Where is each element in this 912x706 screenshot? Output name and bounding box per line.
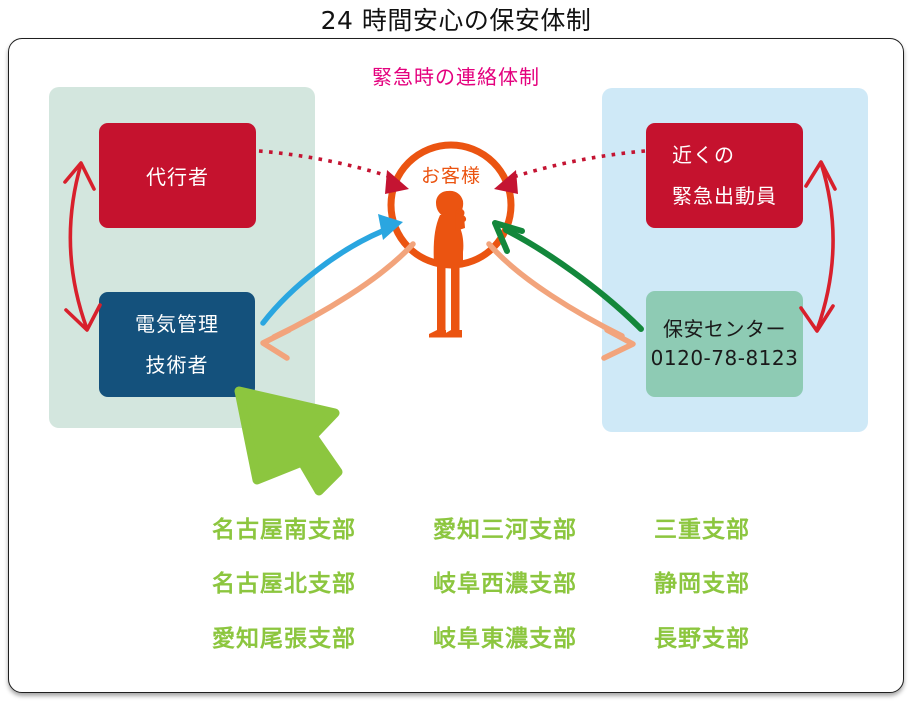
security-center-phone: 0120-78-8123 xyxy=(650,346,799,370)
branch-item: 岐阜西濃支部 xyxy=(433,571,577,597)
emergency-contact-heading: 緊急時の連絡体制 xyxy=(372,65,540,89)
agent-label: 代行者 xyxy=(146,165,209,189)
branch-item: 名古屋北支部 xyxy=(212,571,356,597)
branch-item: 三重支部 xyxy=(654,517,750,543)
branch-item: 静岡支部 xyxy=(654,571,750,597)
responder-label-line2: 緊急出動員 xyxy=(672,183,777,208)
branch-item: 愛知三河支部 xyxy=(433,517,577,543)
customer-label: お客様 xyxy=(420,165,481,187)
branch-item: 岐阜東濃支部 xyxy=(433,626,577,652)
branch-item: 愛知尾張支部 xyxy=(212,626,356,652)
engineer-label-line1: 電気管理 xyxy=(135,311,219,336)
engineer-label-line2: 技術者 xyxy=(145,352,209,377)
responder-label-line1: 近くの xyxy=(672,142,735,167)
branch-item: 長野支部 xyxy=(654,626,750,652)
responder-box: 近くの 緊急出動員 xyxy=(646,123,803,228)
engineer-box: 電気管理 技術者 xyxy=(99,292,255,397)
security-center-box: 保安センター 0120-78-8123 xyxy=(646,291,803,397)
agent-box: 代行者 xyxy=(99,123,256,228)
branch-item: 名古屋南支部 xyxy=(212,517,356,543)
security-center-label: 保安センター xyxy=(663,317,786,341)
page-title: 24 時間安心の保安体制 xyxy=(320,6,592,35)
